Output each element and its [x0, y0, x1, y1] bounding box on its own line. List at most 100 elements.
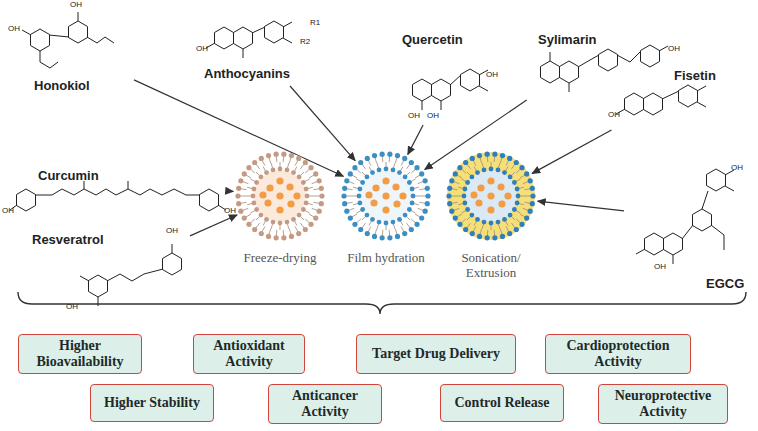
- drug-molecule: [372, 184, 379, 191]
- liposome-drawing: [332, 148, 440, 244]
- bond: [617, 55, 630, 62]
- lipid-head: [409, 227, 414, 232]
- drug-molecule: [470, 191, 477, 198]
- lipid-head: [254, 180, 259, 185]
- lipid-head: [342, 186, 347, 191]
- lipid-head: [477, 153, 482, 158]
- arrow-connector: [532, 130, 611, 173]
- lipid-head: [365, 175, 370, 180]
- atom-label: OH: [668, 44, 680, 53]
- lipid-head: [377, 220, 382, 225]
- bond: [590, 55, 599, 60]
- lipid-head: [410, 187, 415, 192]
- lipid-head: [512, 180, 517, 185]
- lipid-head: [291, 170, 296, 175]
- bond: [450, 75, 461, 85]
- drug-molecule: [276, 177, 283, 184]
- lipid-head: [524, 216, 529, 221]
- lipid-head: [358, 187, 363, 192]
- atom-label: OH: [427, 111, 439, 120]
- lipid-head: [489, 167, 494, 172]
- lipid-head: [259, 156, 264, 161]
- bilayer: [447, 152, 535, 240]
- bond: [673, 255, 674, 264]
- lipid-head: [360, 207, 365, 212]
- bond: [243, 49, 244, 58]
- lipid-head: [407, 180, 412, 185]
- bond: [96, 189, 106, 195]
- lipid-head: [446, 193, 451, 198]
- bond: [106, 189, 116, 195]
- molecule-name: Resveratrol: [32, 232, 104, 247]
- lipid-head: [358, 160, 363, 165]
- bilayer: [236, 152, 324, 240]
- bond: [22, 30, 31, 35]
- lipid-head: [254, 207, 259, 212]
- lipid-head: [470, 156, 475, 161]
- lipid-head: [308, 165, 313, 170]
- molecule-name: Quercetin: [402, 32, 463, 47]
- benzene-ring: [664, 233, 683, 255]
- lipid-head: [266, 153, 271, 158]
- lipid-head: [414, 165, 419, 170]
- lipid-head: [384, 167, 389, 172]
- bilayer: [342, 152, 430, 240]
- bond: [569, 83, 570, 92]
- bond: [116, 189, 128, 195]
- lipid-head: [425, 201, 430, 206]
- lipid-head: [301, 207, 306, 212]
- lipid-head: [360, 180, 365, 185]
- lipid-head: [296, 156, 301, 161]
- lipid-head: [297, 213, 302, 218]
- benzene-ring: [432, 79, 451, 101]
- chemical-structure: [604, 56, 754, 130]
- lipid-head: [259, 231, 264, 236]
- lipid-head: [502, 170, 507, 175]
- benzene-ring: [679, 85, 698, 107]
- lipid-head: [301, 180, 306, 185]
- bond: [140, 189, 150, 195]
- lipid-head: [397, 170, 402, 175]
- bond: [150, 189, 162, 195]
- drug-molecule: [276, 192, 283, 199]
- lipid-head: [271, 220, 276, 225]
- bond: [659, 46, 668, 51]
- molecule-name: Sylimarin: [538, 32, 597, 47]
- liposome-drawing: [226, 148, 334, 244]
- lipid-head: [319, 186, 324, 191]
- bond: [283, 22, 292, 27]
- bond: [578, 60, 590, 67]
- lipid-head: [519, 222, 524, 227]
- lipid-head: [380, 152, 385, 157]
- benzene-ring: [641, 45, 660, 67]
- lipid-head: [530, 201, 535, 206]
- benzene-ring: [69, 21, 88, 43]
- bond: [87, 37, 97, 43]
- lipid-head: [341, 193, 346, 198]
- lipid-head: [423, 209, 428, 214]
- drug-molecule: [259, 191, 266, 198]
- lipid-head: [485, 152, 490, 157]
- lipid-head: [384, 221, 389, 226]
- method-label: Film hydration: [346, 250, 426, 265]
- benefit-text: Higher Bioavailability: [26, 338, 134, 370]
- lipid-head: [313, 171, 318, 176]
- molecule: Resveratrol: [20, 226, 190, 321]
- drug-molecule: [487, 206, 494, 213]
- bond: [441, 101, 442, 110]
- benefit-box: Antioxidant Activity: [193, 334, 305, 374]
- bond: [724, 235, 725, 250]
- arrow-connector: [290, 86, 355, 161]
- drug-molecule: [293, 192, 300, 199]
- lipid-head: [387, 235, 392, 240]
- bond: [40, 51, 41, 62]
- drug-molecule: [487, 192, 494, 199]
- benzene-ring: [413, 79, 432, 101]
- lipid-head: [236, 201, 241, 206]
- drug-molecule: [382, 206, 389, 213]
- drug-molecule: [382, 192, 389, 199]
- method-label: Freeze-drying: [240, 250, 320, 265]
- method-label: Sonication/ Extrusion: [451, 250, 531, 280]
- molecule-name: Honokiol: [34, 78, 90, 93]
- lipid-head: [365, 231, 370, 236]
